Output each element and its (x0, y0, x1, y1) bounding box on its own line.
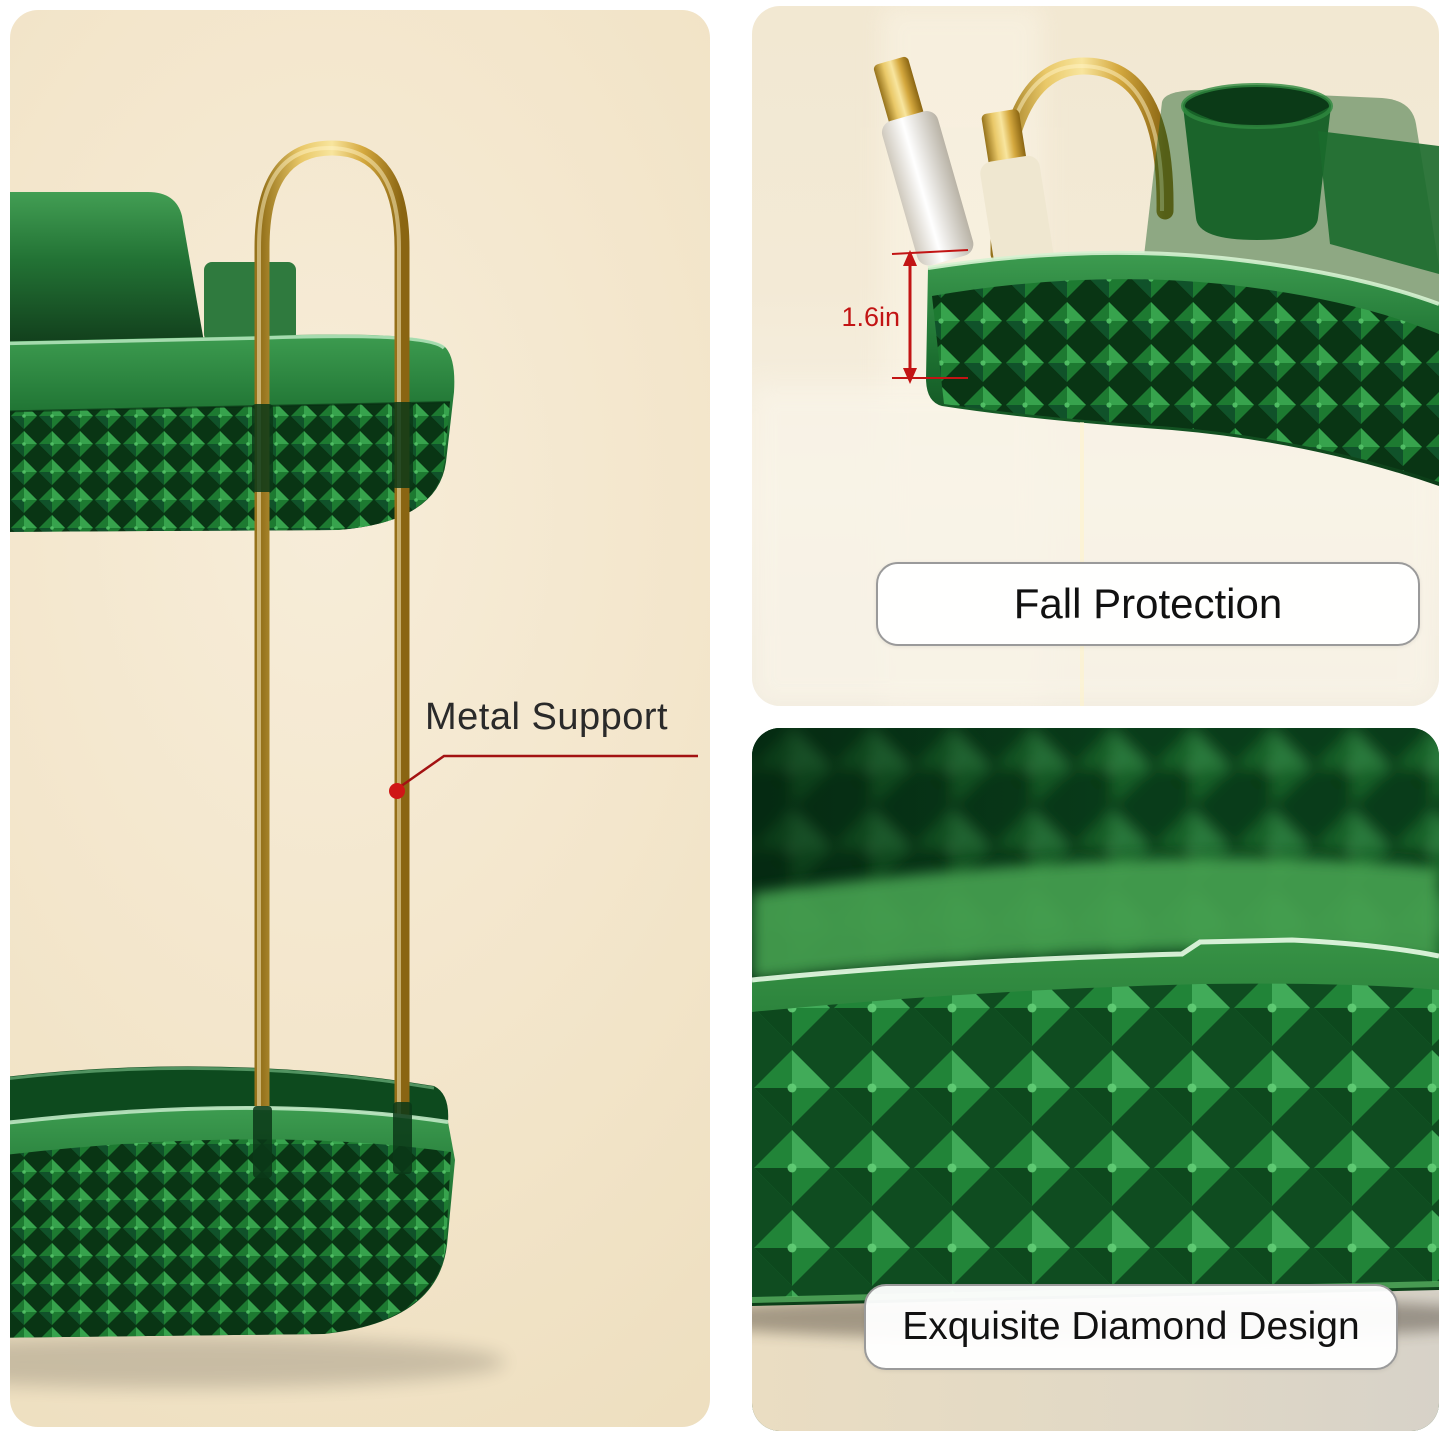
diamond-design-badge: Exquisite Diamond Design (864, 1284, 1398, 1370)
bottom-right-panel: Exquisite Diamond Design (752, 728, 1439, 1431)
handle-brackets (252, 402, 413, 1178)
tray-front-wall (752, 937, 1439, 1306)
bottle-body (980, 155, 1055, 276)
top-right-panel: 1.6in Fall Protection (752, 6, 1439, 706)
fall-protection-badge: Fall Protection (876, 562, 1420, 646)
top-tray-diamond-band (932, 279, 1439, 482)
floor-shadow (10, 1336, 505, 1388)
diamond-pattern-band (752, 983, 1439, 1298)
left-panel: Metal Support (10, 10, 710, 1427)
organizer-side-view-illustration (10, 140, 698, 1388)
metal-handle (254, 140, 410, 1186)
bottle-body (881, 111, 974, 266)
top-tray-diamond-band (10, 402, 450, 532)
top-tray-front (926, 250, 1439, 486)
callout-line (389, 754, 698, 799)
measurement-label: 1.6in (841, 302, 900, 332)
bottle-cap (981, 109, 1027, 168)
bottom-tray-front (10, 1105, 455, 1338)
top-tray (10, 192, 455, 532)
callout-dot-icon (389, 783, 405, 799)
bottle-cap (873, 56, 924, 126)
cosmetic-bottles (873, 56, 1055, 276)
bottom-tray-diamond-band (10, 1139, 451, 1338)
measurement-bracket (891, 249, 969, 384)
metal-support-label: Metal Support (425, 696, 669, 738)
